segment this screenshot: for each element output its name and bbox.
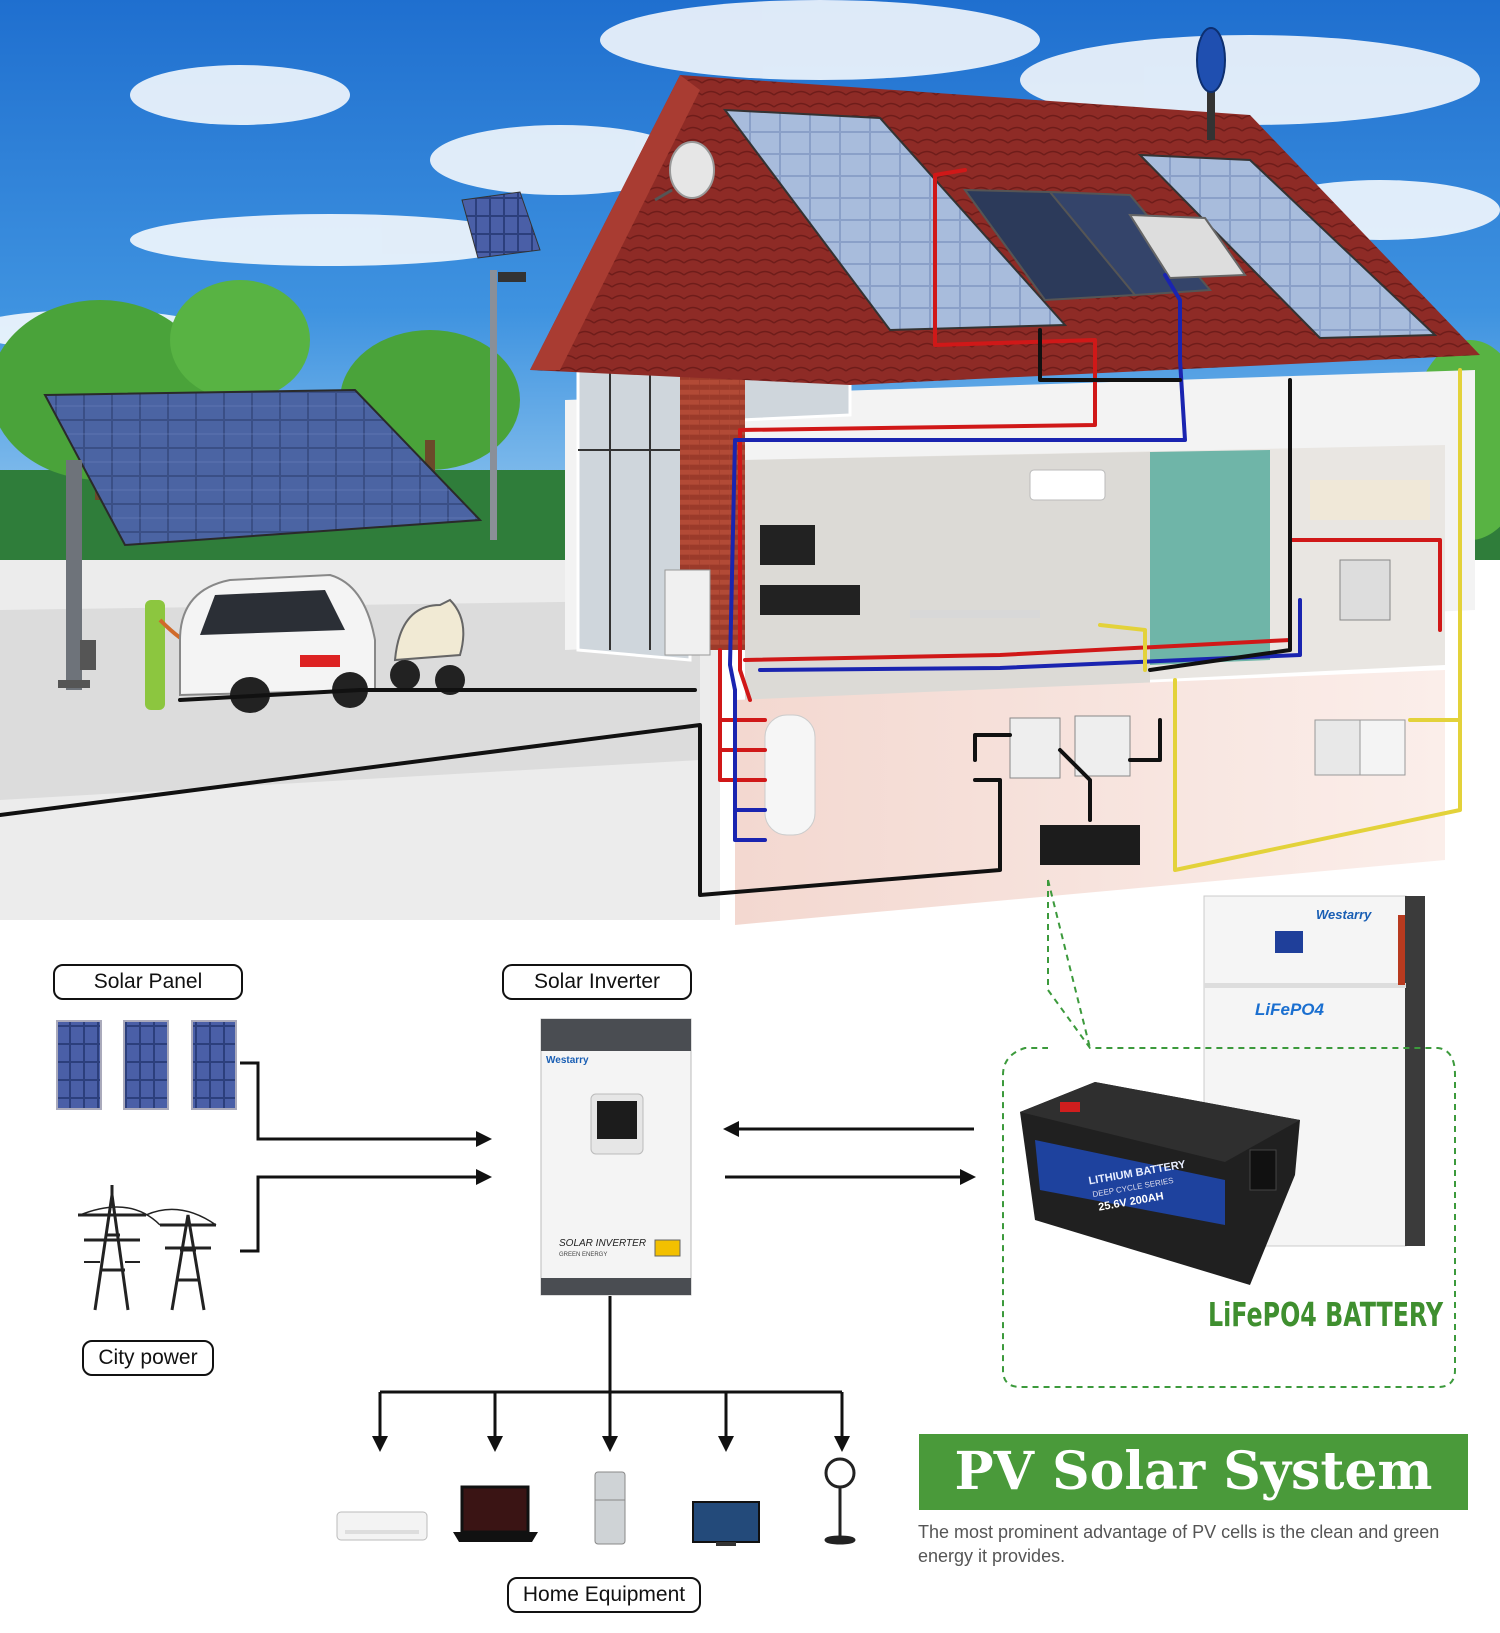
solar-inverter-label: Solar Inverter [502,964,692,1000]
arrowheads [372,1121,976,1452]
heat-pump [664,569,711,656]
pv-solar-system-description: The most prominent advantage of PV cells… [918,1522,1440,1566]
television-icon [692,1501,760,1546]
home-equipment-label: Home Equipment [507,1577,701,1613]
air-conditioner-indoor [1029,469,1106,501]
pv-solar-system-title: PV Solar System [954,1441,1433,1502]
refrigerator-icon [594,1471,626,1545]
wall-battery-brand: Westarry [1316,907,1372,922]
washing-machine [1314,719,1361,776]
inverter-subtext: GREEN ENERGY [559,1252,608,1258]
solar-street-lamp [461,191,541,540]
air-conditioner-icon [336,1511,428,1541]
tv-wall [760,525,815,565]
pipes-and-wiring [0,168,1462,897]
satellite-dish [654,141,715,202]
power-tower-icons [78,1185,217,1311]
fan-icon [824,1457,856,1545]
wall-battery-chemistry: LiFePO4 [1255,1000,1324,1019]
battery-unit [1020,1082,1300,1285]
solar-inverter-device [540,1018,692,1296]
battery-dashed-boundary [1002,880,1456,1388]
kitchen-oven [1339,559,1391,621]
flow-connectors [240,1061,974,1440]
wind-turbine [1196,27,1226,140]
roof-solar-panels-right [1137,153,1438,340]
basement-batteries [1040,825,1140,865]
water-heater [764,714,816,836]
inverter-brand: Westarry [546,1055,589,1066]
city-power-label: City power [82,1340,214,1376]
scooter [390,598,465,695]
solar-panel-label: Solar Panel [53,964,243,1000]
solar-panel-icons [56,1020,237,1110]
carport-solar-array [43,388,483,690]
pv-solar-system-banner: PV Solar System [919,1434,1468,1510]
laptop-icon [453,1485,538,1542]
battery-caption: LiFePO4 BATTERY [1208,1295,1444,1334]
bathroom-tiles [1150,450,1270,665]
roof-solar-panels-left [722,108,1068,332]
wall-battery [1203,895,1425,1247]
basement-inverter [1009,717,1061,779]
inverter-model: SOLAR INVERTER [559,1238,647,1249]
home-equipment-icons [336,1457,856,1546]
